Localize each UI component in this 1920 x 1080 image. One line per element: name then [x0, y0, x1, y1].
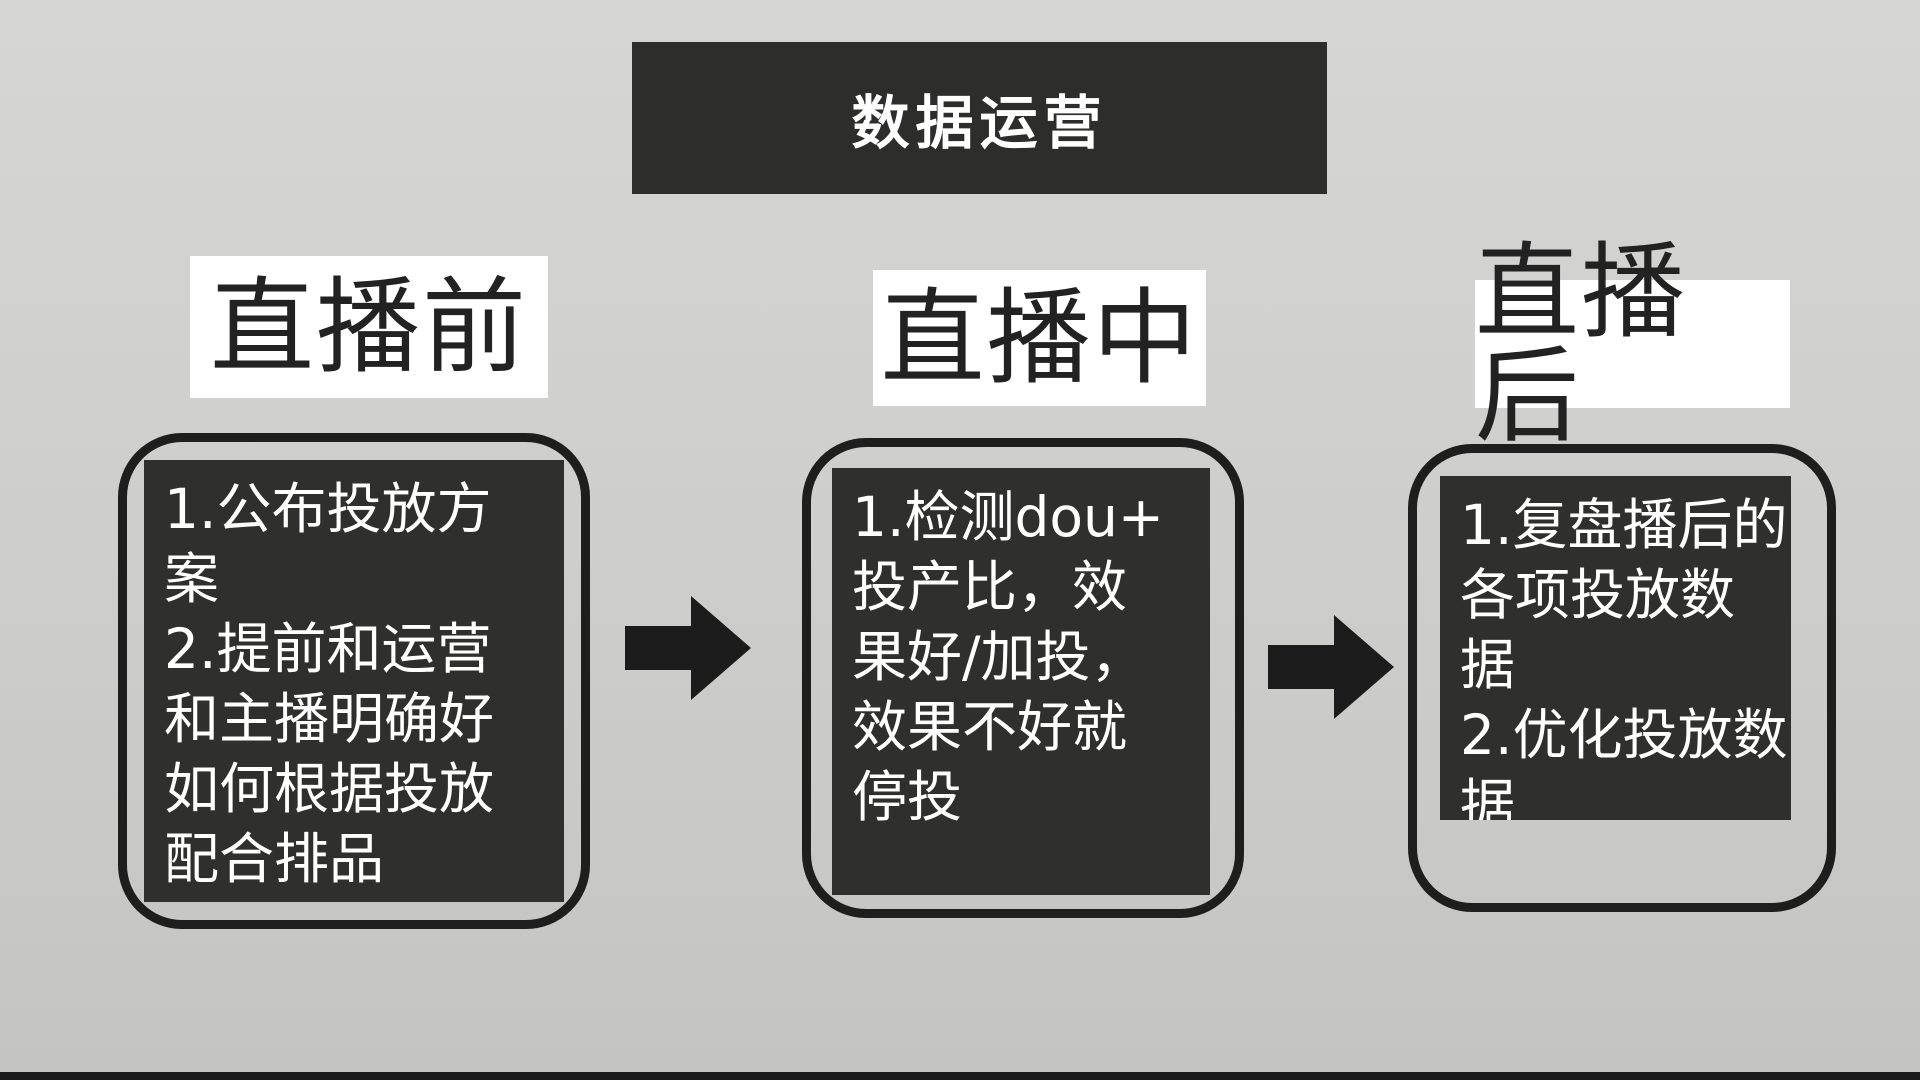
card-text-line: 1.公布投放方: [164, 477, 492, 541]
stage-label-text: 直播中: [880, 277, 1199, 399]
card-text-line: 2.优化投放数: [1460, 703, 1788, 767]
card-text-line: 1.复盘播后的: [1460, 493, 1788, 557]
stage-label-text: 直播前: [209, 266, 528, 388]
card-text-line: 案: [164, 547, 220, 611]
stage-label-during: 直播中: [873, 270, 1206, 406]
diagram-title: 数据运营: [851, 89, 1108, 157]
card-text-line: 2.提前和运营: [164, 617, 492, 681]
card-text-line: 配合排品: [164, 827, 385, 891]
stage-card-before: 1.公布投放方 案 2.提前和运营 和主播明确好 如何根据投放 配合排品: [144, 460, 564, 902]
card-text-line: 和主播明确好: [164, 687, 495, 751]
stage-frame-during: [802, 438, 1244, 918]
card-text-line: 投产比，效: [852, 555, 1128, 619]
card-text-line: 据: [1460, 633, 1516, 697]
stage-frame-after: [1408, 444, 1836, 912]
card-text-line: 果好/加投，: [852, 625, 1146, 689]
card-text-line: 效果不好就: [852, 695, 1128, 759]
stage-label-after: 直播后: [1475, 240, 1790, 448]
card-text-line: 各项投放数: [1460, 563, 1736, 627]
card-text-line: 停投: [852, 765, 963, 829]
card-text-line: 据: [1460, 773, 1516, 820]
card-text-line: 如何根据投放: [164, 757, 495, 821]
stage-card-during: 1.检测dou+ 投产比，效 果好/加投， 效果不好就 停投: [832, 468, 1210, 895]
stage-frame-before: [118, 433, 590, 929]
arrow-right-icon: [1268, 615, 1394, 719]
stage-label-before: 直播前: [190, 256, 548, 398]
screen-bezel: [0, 1072, 1920, 1080]
stage-card-after: 1.复盘播后的 各项投放数 据 2.优化投放数 据: [1440, 476, 1791, 820]
arrow-right-icon: [625, 596, 751, 700]
card-text-line: 1.检测dou+: [852, 485, 1164, 549]
stage-label-text: 直播后: [1475, 231, 1688, 457]
title-banner: 数据运营: [632, 42, 1327, 194]
